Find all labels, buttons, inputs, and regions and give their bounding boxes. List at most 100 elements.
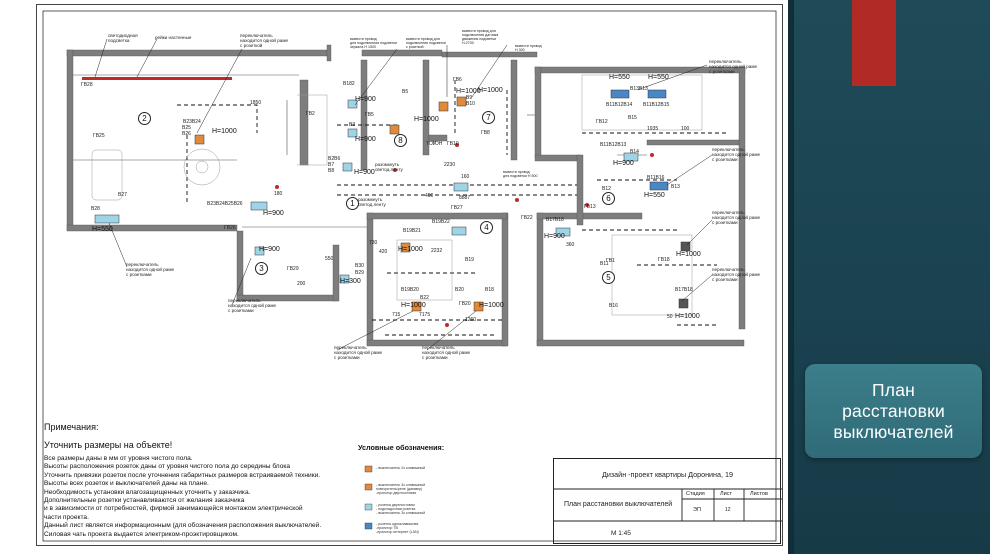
height-label: H=900 [355,96,376,103]
height-label: H=300 [340,278,361,285]
height-label: H=900 [263,210,284,217]
plan-label: В25 [182,125,191,131]
sheets-label: Листов [750,491,768,497]
plan-label: ГВ10 [447,141,459,147]
height-label: H=550 [648,74,669,81]
annotation-slats: рейки настенные [155,35,192,40]
plan-label: 2232 [431,248,443,254]
plan-label: 1935 [647,126,659,132]
annotation-switch-4: переключатель находится одной раме с роз… [712,210,761,226]
sheet-value: 12 [725,507,731,513]
plan-label: В19 [465,257,474,263]
height-label: H=1000 [479,302,504,309]
plan-label: В20 [455,287,464,293]
plan-label: В18 [485,287,494,293]
height-label: H=900 [259,246,280,253]
height-label: H=550 [92,226,113,233]
plan-label: В23В24В25В26 [207,201,243,207]
walls [66,44,746,347]
plan-label: В29 [355,270,364,276]
plan-label: 715 [392,312,401,318]
height-label: H=1000 [414,116,439,123]
plan-label: 100 [681,126,690,132]
stage-value: ЭП [693,507,701,513]
height-label: H=900 [544,233,565,240]
title-block: Дизайн -проект квартиры Доронина, 19 Пла… [553,458,782,544]
plan-label: ГВ25 [93,133,105,139]
height-label: H=1000 [401,302,426,309]
annotation-switch-7: переключатель находится одной раме с роз… [228,298,277,314]
legend-item: - розетка одноклавишная -проектор ТВ -пр… [376,522,419,535]
plan-label: В27 [118,192,127,198]
plan-label: В11В12В14 [606,102,633,108]
plan-label: В8 [328,168,335,174]
plan-label: В11В16 [647,175,665,181]
plan-label: В17В18 [546,217,564,223]
plan-label: 7175 [419,312,431,318]
plan-label: ГВ28 [81,82,93,88]
plan-label: 200 [297,281,306,287]
note-line: Силовая чать проекта выдается электриком… [44,530,239,538]
interior-lines [73,74,647,228]
plan-label: ГВ13 [584,204,596,210]
sheet-name: План расстановки выключателей [564,501,673,508]
plan-label: ГВ20 [459,301,471,307]
project-name: Дизайн -проект квартиры Доронина, 19 [602,470,734,479]
notes-check: Уточнить размеры на объекте! [44,440,173,450]
room-number-5: 5 [602,271,615,284]
plan-label: В12 [602,186,611,192]
plan-label: В11В12В13 [600,142,627,148]
plan-label: ГВ6 [453,77,462,83]
stage-label: Стадия [686,491,705,497]
plan-label: 400 [425,193,434,199]
plan-label: ГВ2 [306,111,315,117]
annotation-backlight-500: вывести провод для подсветки Н 500 [503,170,538,178]
height-label: H=550 [609,74,630,81]
note-line: Необходимость установки влагозащищенных … [44,488,251,496]
room-number-1: 1 [346,197,359,210]
room-number-7: 7 [482,111,495,124]
plan-label: 1850 [250,100,262,106]
plan-label: В15 [628,115,637,121]
plan-label: ГВ29 [287,266,299,272]
drawing-sheet [36,4,783,546]
annotation-backlight: вывести провод для подключения подсветки… [406,37,446,49]
annotation-led: светодиодная подсветка [108,33,138,44]
plan-label: ГВ18 [658,257,670,263]
room-number-6: 6 [602,192,615,205]
annotation-switch-2: переключатель находится одной раме с роз… [709,59,758,75]
legend-title: Условные обозначения: [358,443,445,452]
side-panel [788,0,990,554]
plan-label: ГВ12 [596,119,608,125]
plan-label: В10 [466,101,475,107]
plan-label: В9 [466,95,473,101]
plan-label: 360 [566,242,575,248]
height-label: H=900 [354,169,375,176]
plan-label: 550 [325,256,334,262]
scale-value: М 1:45 [611,530,631,537]
plan-label: В22 [420,295,429,301]
plan-label: ГВ5 [365,112,374,118]
leader-lines [94,38,713,351]
legend-item: - выключатель 2х клавишный [376,466,426,470]
note-line: Высоты расположения розеток даны от уров… [44,463,291,471]
legend-switch3-icon [364,483,373,491]
note-line: части проекта. [44,513,89,521]
title-block-grid [554,488,782,522]
room-number-8: 8 [394,134,407,147]
room-number-2: 2 [138,112,151,125]
annotation-motion: вывести провод для подключения датчика д… [462,29,499,45]
plan-label: ГВ27 [451,205,463,211]
height-label: H=550 [644,192,665,199]
annotation-switch-5: переключатель находится одной раме с роз… [712,267,761,283]
plan-label: 180 [274,191,283,197]
slide-title-box: План расстановки выключателей [805,364,982,458]
height-label: H=1000 [398,246,423,253]
plan-label: В14 [630,149,639,155]
plan-label: 420 [379,249,388,255]
note-line: Дополнительные розетки устанавливаются о… [44,497,245,505]
plan-label: 730 [369,240,378,246]
floor-plan-drawing [42,10,777,542]
height-label: H=900 [355,136,376,143]
